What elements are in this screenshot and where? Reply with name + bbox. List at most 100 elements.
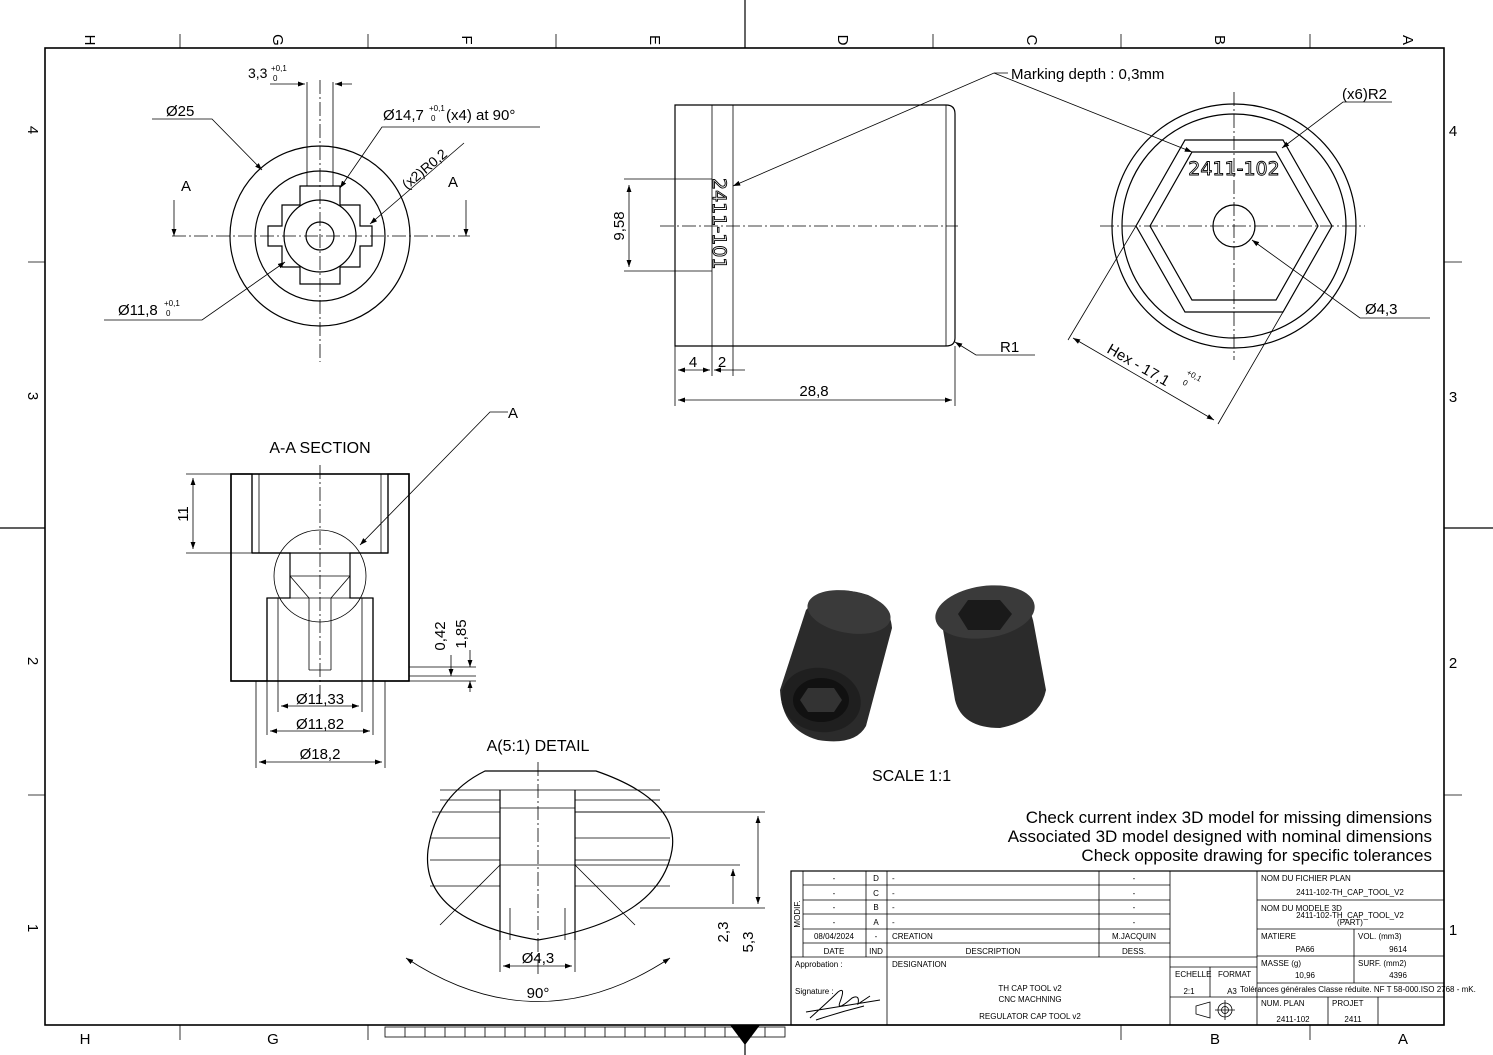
section-mark-a-left: A: [181, 178, 191, 195]
dim-d11-82: Ø11,82: [296, 716, 344, 733]
dim-d14-7-tol-lo: 0: [431, 114, 436, 123]
rev-a-dess: -: [1133, 918, 1136, 927]
detail-ref-a: A: [508, 405, 518, 422]
dim-w4: 4: [689, 354, 697, 371]
hdr-ind: IND: [869, 947, 883, 956]
row-right-2: 2: [1449, 655, 1457, 672]
iso-part-left: [780, 590, 892, 742]
rev-d-date: -: [833, 874, 836, 883]
dim-d11-8: Ø11,8: [118, 302, 158, 319]
echelle-label: ECHELLE: [1175, 970, 1211, 979]
section-view: A-A SECTION A 11 0,42 1,85: [175, 405, 518, 768]
rev-0-ind: -: [875, 932, 878, 941]
projet-value: 2411: [1344, 1015, 1362, 1024]
zone-top-c: C: [1023, 35, 1040, 46]
row-left-3: 3: [24, 392, 41, 400]
dim-hex: Hex - 17,1: [1104, 341, 1172, 390]
num-plan-value: 2411-102: [1276, 1015, 1310, 1024]
dim-hex-tol-lo: 0: [1181, 378, 1190, 388]
marking-depth-note: Marking depth : 0,3mm: [1011, 66, 1164, 83]
dim-d18-2: Ø18,2: [300, 746, 341, 763]
hdr-date: DATE: [824, 947, 845, 956]
dim-28-8: 28,8: [799, 383, 828, 400]
dim-d4-3-detail: Ø4,3: [522, 950, 555, 967]
engraving-text-side: 2411-101: [708, 178, 730, 269]
dim-d14-7-tol-up: +0,1: [429, 104, 445, 113]
matiere-value: PA66: [1296, 945, 1316, 954]
side-view: 2411-101 9,58 4 2 28,8 R1 Marking depth …: [611, 66, 1193, 406]
drawing-subtitle-2: REGULATOR CAP TOOL v2: [979, 1012, 1081, 1021]
zone-top-h: H: [81, 35, 98, 46]
rev-b-dess: -: [1133, 903, 1136, 912]
vol-value: 9614: [1389, 945, 1407, 954]
row-right-4: 4: [1449, 123, 1457, 140]
zone-labels: H G F E D C B A H G B A 4 3 2 1 4 3 2 1: [24, 34, 1457, 1048]
zone-top-g: G: [269, 34, 286, 46]
dim-d11-33: Ø11,33: [296, 691, 344, 708]
dim-w2: 2: [718, 354, 726, 371]
detail-title: A(5:1) DETAIL: [487, 738, 590, 755]
modele-value: 2411-102-TH_CAP_TOOL_V2: [1296, 911, 1404, 920]
dim-angle-90: 90°: [527, 985, 550, 1002]
dim-3-3: 3,3: [248, 65, 268, 81]
row-left-4: 4: [24, 126, 41, 134]
dim-r0-2: (x2)R0,2: [399, 145, 451, 192]
rev-d-dess: -: [1133, 874, 1136, 883]
dim-5-3: 5,3: [740, 932, 757, 953]
section-title: A-A SECTION: [269, 440, 370, 457]
isometric-view: SCALE 1:1: [780, 585, 1046, 785]
projet-label: PROJET: [1332, 999, 1364, 1008]
rev-d-ind: D: [873, 874, 879, 883]
zone-top-e: E: [646, 35, 663, 45]
drawing-title: TH CAP TOOL v2: [998, 984, 1062, 993]
signature-label: Signature :: [795, 987, 834, 996]
dim-0-42: 0,42: [432, 621, 449, 650]
rev-a-desc: -: [892, 918, 895, 927]
echelle-value: 2:1: [1183, 987, 1195, 996]
dim-d4-3-hex: Ø4,3: [1365, 301, 1398, 318]
dim-d14-7: Ø14,7: [383, 107, 424, 124]
note-line-3: Check opposite drawing for specific tole…: [1081, 846, 1432, 865]
section-mark-a-right: A: [448, 174, 458, 191]
modif-label: MODIF.: [793, 900, 802, 927]
rev-d-desc: -: [892, 874, 895, 883]
num-plan-label: NUM. PLAN: [1261, 999, 1305, 1008]
approbation-label: Approbation :: [795, 960, 843, 969]
rev-a-ind: A: [873, 918, 879, 927]
dim-d14-7-suffix: (x4) at 90°: [446, 107, 515, 124]
general-tolerances: Tolérances générales Classe réduite. NF …: [1240, 985, 1476, 994]
masse-value: 10,96: [1295, 971, 1316, 980]
zone-top-b: B: [1211, 35, 1228, 45]
general-notes: Check current index 3D model for missing…: [1008, 808, 1432, 865]
rev-0-desc: CREATION: [892, 932, 933, 941]
format-value: A3: [1227, 987, 1237, 996]
drawing-subtitle: CNC MACHNING: [998, 995, 1061, 1004]
zone-bottom-b: B: [1210, 1031, 1220, 1048]
hdr-description: DESCRIPTION: [966, 947, 1021, 956]
engraving-text-hex: 2411-102: [1188, 158, 1279, 180]
matiere-label: MATIERE: [1261, 932, 1296, 941]
rev-b-desc: -: [892, 903, 895, 912]
row-left-2: 2: [24, 657, 41, 665]
dim-3-3-tol-up: +0,1: [271, 64, 287, 73]
signature-icon: [805, 989, 881, 1021]
rev-b-date: -: [833, 903, 836, 912]
zone-bottom-h: H: [80, 1031, 91, 1048]
surf-value: 4396: [1389, 971, 1407, 980]
dim-9-58: 9,58: [611, 211, 628, 240]
iso-scale-label: SCALE 1:1: [872, 768, 951, 785]
rev-c-date: -: [833, 889, 836, 898]
zone-top-d: D: [834, 35, 851, 46]
fichier-label: NOM DU FICHIER PLAN: [1261, 874, 1351, 883]
dim-d25: Ø25: [166, 103, 194, 120]
dim-r1: R1: [1000, 339, 1019, 356]
front-view: 3,3 +0,1 0 Ø25 Ø14,7 +0,1 0 (x4) at 90° …: [104, 64, 540, 362]
zone-top-a: A: [1399, 35, 1416, 45]
dim-2-3: 2,3: [715, 922, 732, 943]
title-block: MODIF. - D - - - C - - - B - - - A - - 0…: [790, 870, 1476, 1026]
zone-bottom-g: G: [267, 1031, 279, 1048]
format-label: FORMAT: [1218, 970, 1251, 979]
rev-c-dess: -: [1133, 889, 1136, 898]
